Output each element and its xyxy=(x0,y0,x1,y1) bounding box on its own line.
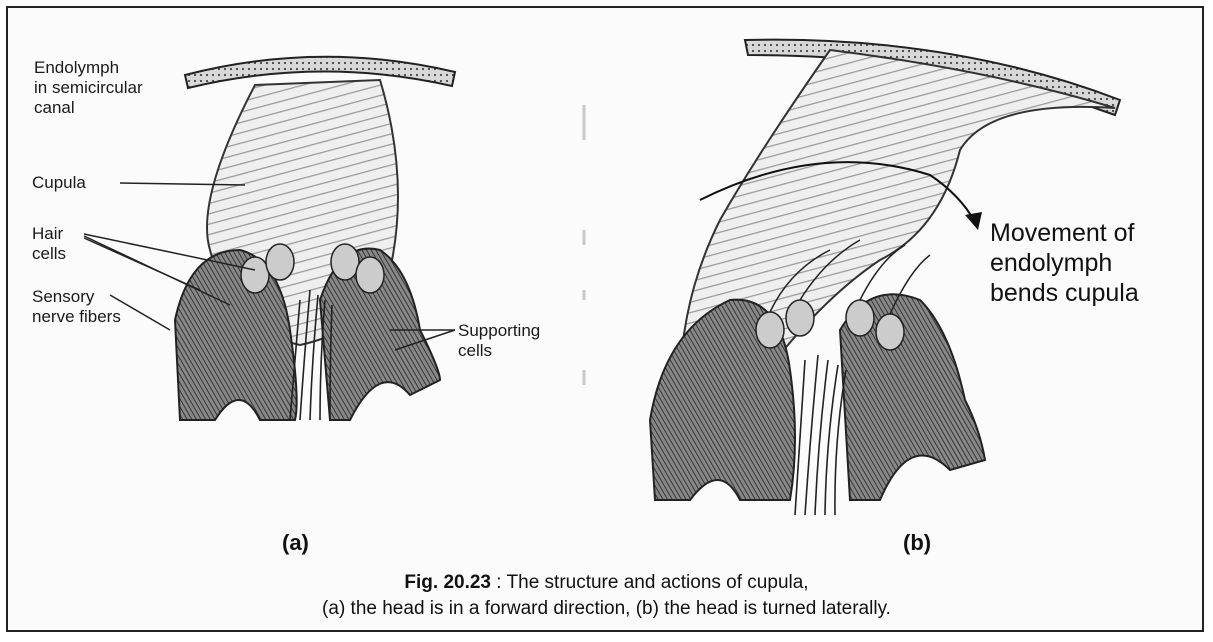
figure-caption-line1: Fig. 20.23 : The structure and actions o… xyxy=(0,572,1213,594)
panel-a-tag: (a) xyxy=(282,530,309,556)
caption-separator: : xyxy=(491,572,507,593)
label-cupula: Cupula xyxy=(32,173,86,193)
figure-caption-line2: (a) the head is in a forward direction, … xyxy=(0,598,1213,620)
label-endolymph: Endolymph in semicircular canal xyxy=(34,58,143,118)
caption-line1-text: The structure and actions of cupula, xyxy=(507,572,809,593)
panel-b-tag: (b) xyxy=(903,530,931,556)
label-movement-of-endolymph: Movement of endolymph bends cupula xyxy=(990,218,1139,308)
movement-arrowhead xyxy=(965,212,982,230)
figure-number: Fig. 20.23 xyxy=(404,572,491,593)
label-supporting-cells: Supporting cells xyxy=(458,321,540,361)
label-sensory-nerve-fibers: Sensory nerve fibers xyxy=(32,287,121,327)
label-hair-cells: Hair cells xyxy=(32,224,66,264)
nerve-fibers-b xyxy=(795,355,846,515)
